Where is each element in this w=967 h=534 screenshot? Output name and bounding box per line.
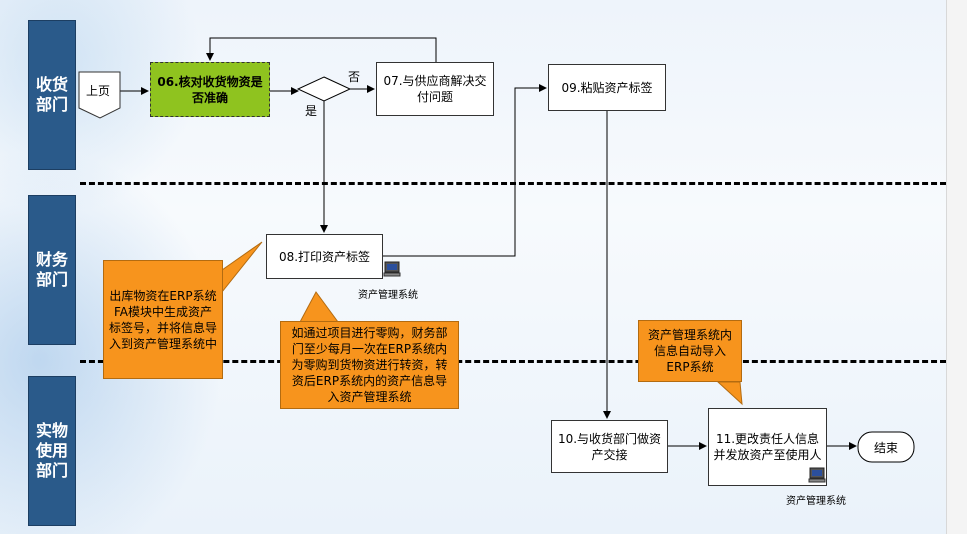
note-auto-import: 资产管理系统内信息自动导入ERP系统 <box>638 320 742 382</box>
step-10-asset-handover[interactable]: 10.与收货部门做资产交接 <box>551 420 668 473</box>
step-11-update-owner[interactable]: 11.更改责任人信息并发放资产至使用人 <box>708 408 827 486</box>
lane-separator <box>80 182 946 185</box>
computer-icon <box>383 261 401 277</box>
step-06-verify-goods[interactable]: 06.核对收货物资是否准确 <box>150 62 270 117</box>
lane-finance: 财务部门 <box>28 195 76 345</box>
note-auto-text: 资产管理系统内信息自动导入ERP系统 <box>647 328 732 374</box>
note-erp-label-generation: 出库物资在ERP系统FA模块中生成资产标签号，并将信息导入到资产管理系统中 <box>103 260 223 379</box>
off-page-connector <box>78 71 121 119</box>
lane-usage: 实物使用部门 <box>28 376 76 526</box>
note-erp-text: 出库物资在ERP系统FA模块中生成资产标签号，并将信息导入到资产管理系统中 <box>109 288 218 351</box>
step-07-label: 07.与供应商解决交付问题 <box>383 74 487 104</box>
step-10-label: 10.与收货部门做资产交接 <box>557 431 662 462</box>
step-09-label: 09.粘贴资产标签 <box>561 80 653 95</box>
note-project-purchase: 如通过项目进行零购，财务部门至少每月一次在ERP系统内为零购到货物资进行转资，转… <box>280 321 459 409</box>
decision-yes-label: 是 <box>305 104 318 118</box>
lane-finance-label: 财务部门 <box>35 250 68 289</box>
step-11-label: 11.更改责任人信息并发放资产至使用人 <box>713 432 822 462</box>
step-07-resolve-delivery[interactable]: 07.与供应商解决交付问题 <box>376 62 494 116</box>
lane-separator <box>80 360 946 363</box>
scrollbar-area <box>946 0 967 534</box>
end-terminator <box>857 431 915 463</box>
note-project-text: 如通过项目进行零购，财务部门至少每月一次在ERP系统内为零购到货物资进行转资，转… <box>291 326 448 404</box>
decision-no-label: 否 <box>348 70 361 84</box>
lane-receiving-label: 收货部门 <box>35 75 68 114</box>
step-08-label: 08.打印资产标签 <box>278 249 371 264</box>
system-label: 资产管理系统 <box>358 290 418 301</box>
prev-page-label[interactable]: 上页 <box>86 84 111 98</box>
lane-receiving: 收货部门 <box>28 20 76 170</box>
decision-diamond <box>296 76 352 102</box>
lane-usage-label: 实物使用部门 <box>35 421 68 480</box>
step-08-print-label[interactable]: 08.打印资产标签 <box>266 234 383 279</box>
step-06-label: 06.核对收货物资是否准确 <box>157 74 263 105</box>
computer-icon <box>808 467 826 483</box>
end-label[interactable]: 结束 <box>874 441 899 455</box>
step-09-attach-label[interactable]: 09.粘贴资产标签 <box>548 64 666 111</box>
system-label: 资产管理系统 <box>786 496 846 507</box>
